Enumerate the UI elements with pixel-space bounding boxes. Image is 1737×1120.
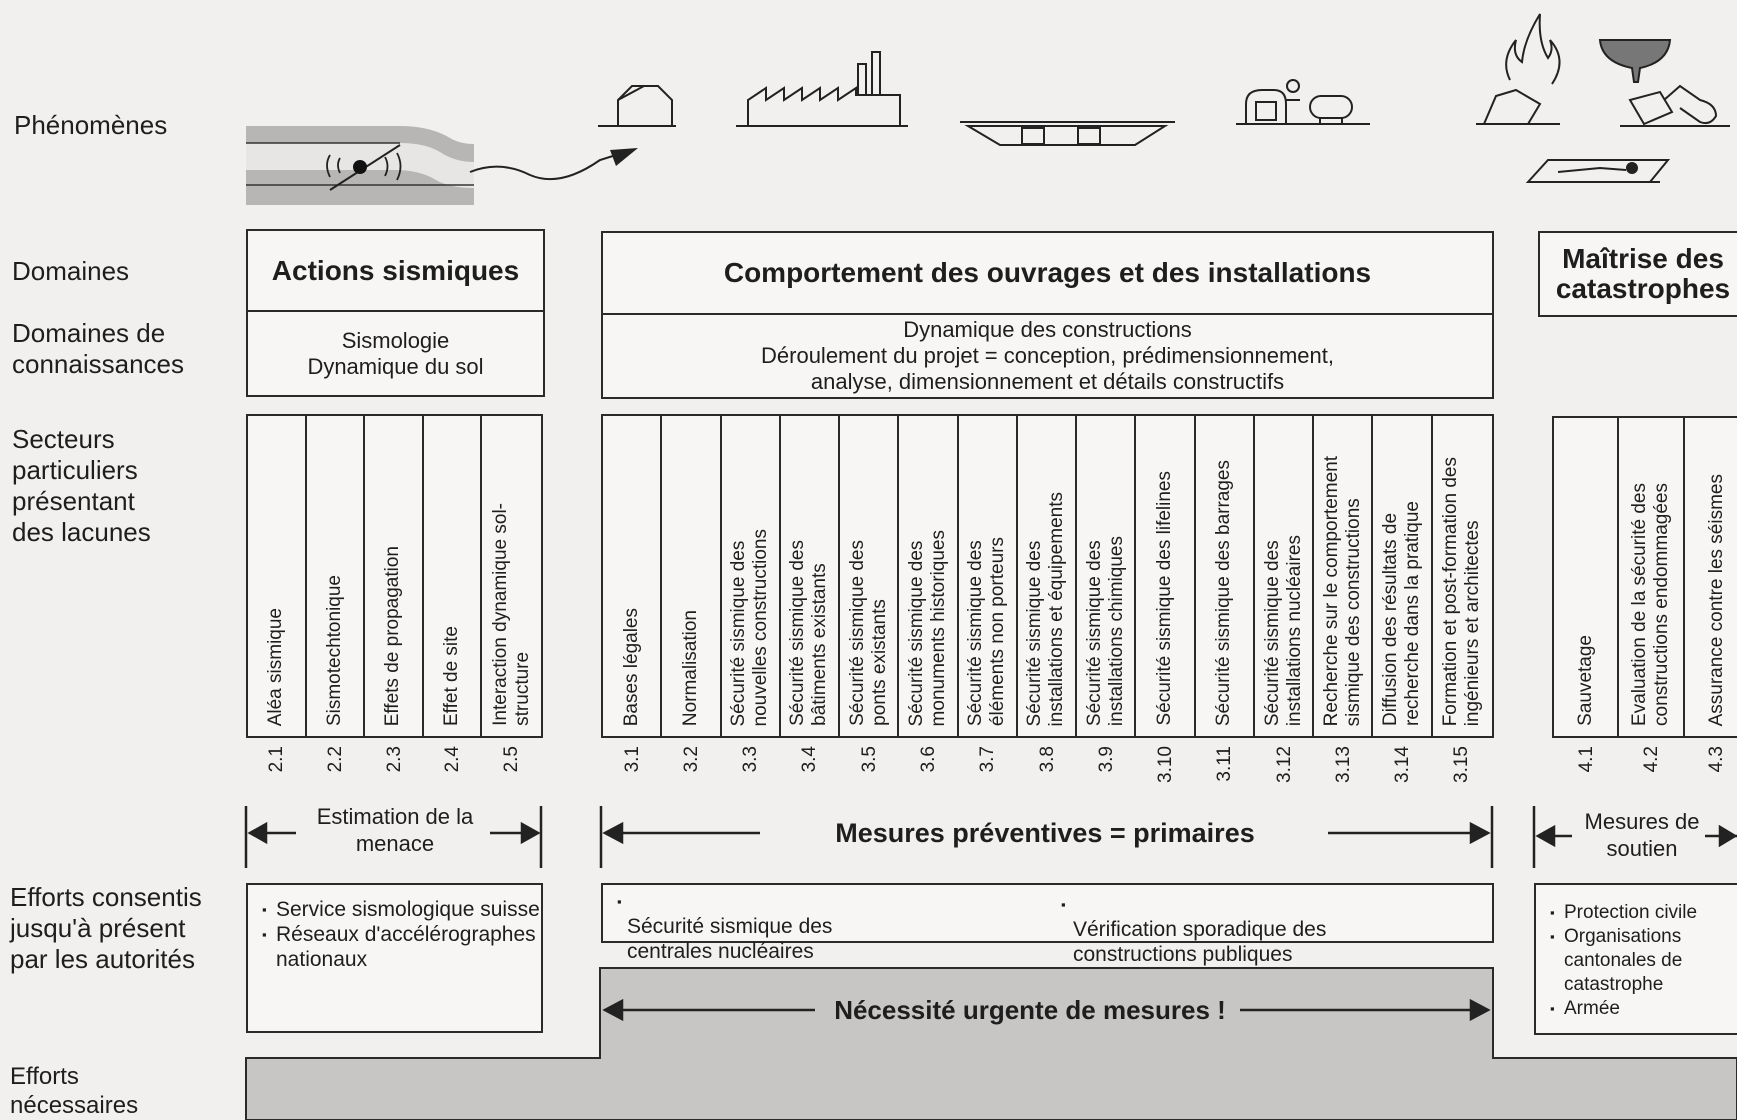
sector-cell: Sécurité sismique des ponts existants bbox=[840, 416, 900, 736]
sector-cell: Normalisation bbox=[662, 416, 722, 736]
effort-item: Service sismologique suisse bbox=[262, 897, 541, 922]
sector-cell: Recherche sur le comportement sismique d… bbox=[1314, 416, 1374, 736]
efforts-box-structures: ▪Sécurité sismique des centrales nucléai… bbox=[601, 883, 1494, 966]
effort-item: Réseaux d'accélérographes nationaux bbox=[262, 922, 541, 972]
domain-box-structures: Comportement des ouvrages et des install… bbox=[601, 231, 1494, 315]
phenomena-illustrations bbox=[246, 13, 1730, 205]
row-label-efforts-needed: Efforts nécessaires bbox=[10, 1063, 139, 1119]
knowledge-box-seismic-actions: Sismologie Dynamique du sol bbox=[246, 310, 545, 397]
house-icon bbox=[598, 85, 676, 127]
sector-cell: Sécurité sismique des éléments non porte… bbox=[959, 416, 1018, 736]
efforts-box-disaster-management: Protection civileOrganisations cantonale… bbox=[1534, 883, 1737, 1035]
victim-icon bbox=[1525, 159, 1671, 183]
effort-item: Armée bbox=[1550, 997, 1737, 1021]
urgent-measures-label: Nécessité urgente de mesures ! bbox=[834, 994, 1226, 1025]
sector-cell: Sécurité sismique des lifelines bbox=[1136, 416, 1196, 736]
row-label-knowledge: Domaines de connaissances bbox=[12, 318, 184, 379]
sector-cell: Bases légales bbox=[603, 416, 663, 736]
sector-cell: Sécurité sismique des bâtiments existant… bbox=[781, 416, 841, 736]
measure-support: Mesures de soutien bbox=[1584, 809, 1700, 861]
effort-item: Protection civile bbox=[1550, 901, 1737, 925]
effort-public-buildings: ▪Vérification sporadique des constructio… bbox=[1061, 897, 1327, 966]
knowledge-box-structures: Dynamique des constructions Déroulement … bbox=[601, 313, 1494, 399]
sector-cell: Evaluation de la sécurité des constructi… bbox=[1619, 418, 1685, 736]
sector-cell: Sécurité sismique des installations nucl… bbox=[1255, 416, 1315, 736]
sector-cell: Effet de site bbox=[424, 416, 483, 736]
sector-cell: Aléa sismique bbox=[248, 416, 307, 736]
effort-item: Organisations cantonales de catastrophe bbox=[1550, 925, 1737, 997]
explosion-icon bbox=[1598, 39, 1730, 127]
domain-box-disaster-management: Maîtrise des catastrophes bbox=[1538, 231, 1737, 317]
row-label-efforts-so-far: Efforts consentis jusqu'à présent par le… bbox=[10, 882, 202, 974]
sector-cell: Effets de propagation bbox=[365, 416, 424, 736]
sector-cell: Sécurité sismique des installations chim… bbox=[1077, 416, 1137, 736]
efforts-box-seismic-actions: Service sismologique suisseRéseaux d'acc… bbox=[246, 883, 543, 1033]
row-label-sectors: Secteurs particuliers présentant des lac… bbox=[12, 424, 151, 547]
sector-cell: Diffusion des résultats de recherche dan… bbox=[1373, 416, 1433, 736]
measure-preventive: Mesures préventives = primaires bbox=[835, 817, 1255, 848]
measure-threat-estimation: Estimation de la menace bbox=[316, 804, 474, 856]
sector-cell: Sauvetage bbox=[1554, 418, 1620, 736]
sector-cell: Sécurité sismique des barrages bbox=[1196, 416, 1255, 736]
fault-icon bbox=[246, 126, 638, 205]
factory-icon bbox=[736, 51, 908, 127]
row-label-phenomena: Phénomènes bbox=[14, 110, 168, 140]
sector-cell: Sécurité sismique des installations et é… bbox=[1018, 416, 1078, 736]
row-label-domains: Domaines bbox=[12, 256, 130, 286]
fire-icon bbox=[1476, 13, 1561, 125]
bridge-icon bbox=[960, 121, 1175, 146]
sector-cell: Sécurité sismique des monuments historiq… bbox=[899, 416, 959, 736]
sector-cell: Sécurité sismique des nouvelles construc… bbox=[722, 416, 781, 736]
industrial-plant-icon bbox=[1236, 79, 1370, 125]
effort-nuclear-plants: ▪Sécurité sismique des centrales nucléai… bbox=[617, 894, 833, 963]
sector-cell: Sismotechtonique bbox=[307, 416, 366, 736]
